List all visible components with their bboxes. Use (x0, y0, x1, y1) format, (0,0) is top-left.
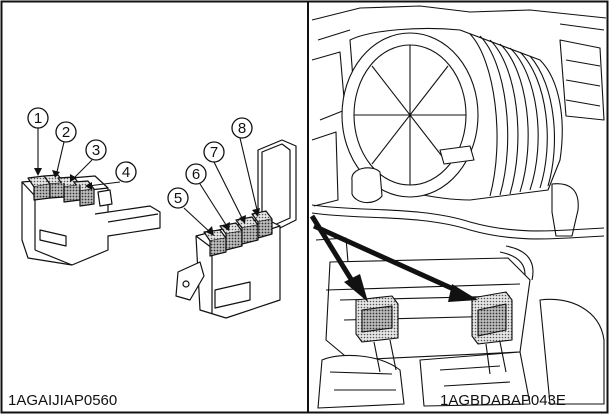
callout-circles (27, 107, 253, 209)
callout-3: 3 (92, 142, 100, 159)
callout-7: 7 (210, 144, 218, 161)
air-cleaner-ribs (469, 33, 555, 197)
pointer-arrows (309, 214, 478, 302)
cap-spokes (354, 45, 466, 185)
callout-5: 5 (174, 190, 182, 207)
callout-2: 2 (62, 124, 70, 141)
right-panel (311, 5, 607, 409)
relay-block-right (175, 139, 297, 319)
left-panel (21, 107, 297, 319)
callout-leaders (37, 128, 259, 235)
callout-4: 4 (122, 164, 130, 181)
relay-block-left (21, 174, 161, 266)
callout-8: 8 (238, 120, 246, 137)
callout-6: 6 (192, 166, 200, 183)
left-figure-code: 1AGAIJIAP0560 (8, 392, 117, 409)
callout-1: 1 (34, 110, 42, 127)
right-figure-code: 1AGBDABAP043E (440, 392, 566, 409)
